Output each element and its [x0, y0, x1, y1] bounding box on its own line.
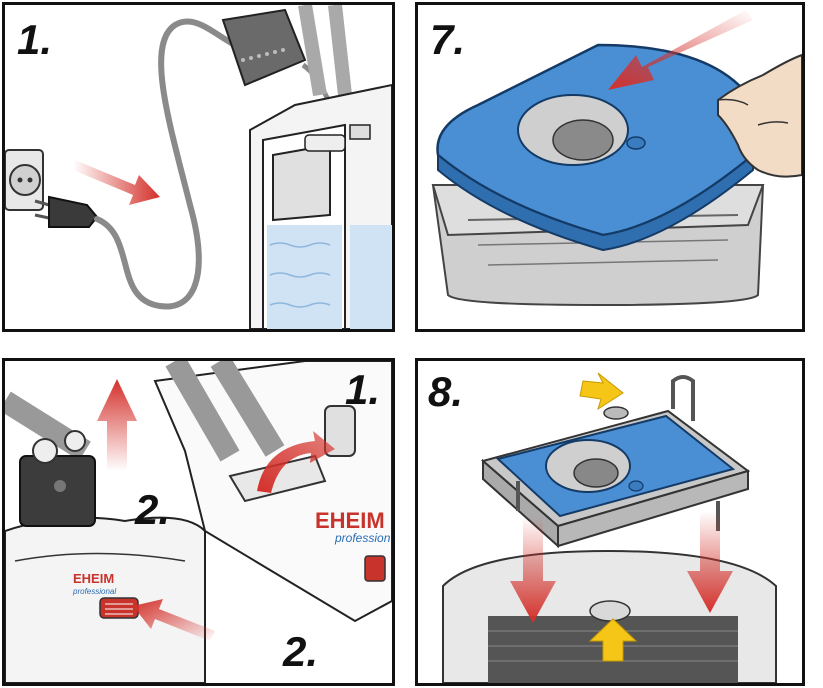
lid-insert-illustration — [431, 10, 802, 307]
power-plug — [34, 195, 99, 228]
step-label-top: 1. — [345, 366, 381, 413]
step-label: 1. — [17, 16, 53, 63]
hose — [165, 361, 240, 462]
lever-illustration: EHEIM professional EHEIM profession — [5, 361, 392, 683]
panel-step-1: 1. — [2, 2, 395, 332]
direction-arrow-up — [97, 379, 137, 471]
brand-sub-right: profession — [334, 531, 391, 545]
release-clip — [19, 430, 96, 527]
step-label: 8. — [428, 368, 464, 415]
unplug-illustration — [5, 5, 392, 329]
filter-tray — [480, 375, 751, 549]
hand — [717, 53, 802, 178]
step-label: 7. — [430, 16, 466, 63]
panel-step-7: 7. — [415, 2, 805, 332]
step-label-middle: 2. — [135, 486, 171, 533]
panel-step-8: 8. — [415, 358, 805, 686]
brand-sub: professional — [72, 587, 116, 596]
direction-arrow — [608, 10, 753, 90]
alignment-arrow — [579, 372, 624, 411]
wall-socket — [5, 149, 44, 211]
direction-arrow-down — [687, 511, 733, 613]
direction-arrow-down — [510, 516, 556, 623]
direction-arrow — [73, 160, 160, 205]
tray-insert-illustration — [442, 372, 777, 683]
filter-canister — [249, 83, 392, 329]
red-button — [364, 555, 386, 582]
filter-canister-base — [442, 549, 777, 683]
hose — [298, 5, 327, 97]
blue-lid — [436, 43, 759, 252]
direction-arrow — [133, 599, 215, 641]
alignment-arrow-up — [588, 618, 638, 662]
power-cable — [94, 18, 238, 310]
direction-arrow-curved — [257, 431, 335, 493]
red-button — [99, 597, 139, 619]
brand-name: EHEIM — [73, 571, 114, 586]
hose — [328, 5, 352, 96]
hose — [210, 361, 285, 457]
lever — [324, 405, 356, 457]
brand-name-right: EHEIM — [315, 508, 385, 533]
step-label-bottom: 2. — [283, 628, 319, 675]
panel-step-2: EHEIM professional EHEIM profession 1. 2… — [2, 358, 395, 686]
